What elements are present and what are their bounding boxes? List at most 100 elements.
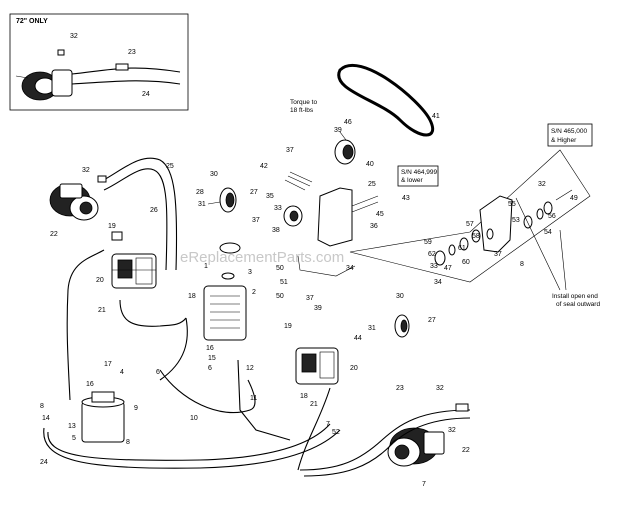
callout: 14 — [42, 415, 50, 422]
svg-text:S/N 464,999: S/N 464,999 — [401, 169, 438, 176]
install-note-line2: of seal outward — [556, 301, 600, 308]
callout: 37 — [252, 217, 260, 224]
callout: 26 — [150, 207, 158, 214]
callout: 59 — [424, 239, 432, 246]
callout: 32 — [70, 33, 78, 40]
callout: 51 — [280, 279, 288, 286]
pulley-right-30[interactable] — [394, 314, 410, 338]
callout: 53 — [512, 217, 520, 224]
fitting-23-lower[interactable] — [455, 403, 469, 412]
callout: 20 — [96, 277, 104, 284]
callout: 6 — [156, 369, 160, 376]
callout: 39 — [334, 127, 342, 134]
callout: 21 — [98, 307, 106, 314]
inset-fitting-32[interactable] — [57, 49, 65, 56]
sn-higher-box: S/N 465,000 & Higher — [547, 123, 593, 147]
fitting-19-left[interactable] — [111, 231, 123, 241]
idler-bracket-assembly[interactable] — [283, 171, 379, 247]
pulley-28-30[interactable] — [207, 187, 237, 213]
hose-8-lower-inner[interactable] — [47, 423, 331, 461]
idler-pulley-upper[interactable] — [334, 131, 356, 165]
callout: 7 — [326, 421, 330, 428]
callout: 55 — [508, 201, 516, 208]
torque-note-line1: Torque to — [290, 99, 317, 106]
inset-wheel-motor[interactable] — [15, 69, 73, 101]
callout: 24 — [40, 459, 48, 466]
sn-lower-box: S/N 464,999 & lower — [397, 165, 439, 187]
callout: 34 — [434, 279, 442, 286]
callout: 56 — [548, 213, 556, 220]
callout: 1 — [204, 263, 208, 270]
callout: 37 — [286, 147, 294, 154]
left-wheel-motor[interactable] — [49, 183, 99, 221]
hose-8-lower[interactable] — [43, 427, 341, 469]
inset-hose-lower[interactable] — [71, 80, 181, 85]
callout: 19 — [284, 323, 292, 330]
callout: 13 — [68, 423, 76, 430]
callout: 18 — [300, 393, 308, 400]
callout: 31 — [368, 325, 376, 332]
callout: 39 — [314, 305, 322, 312]
callout: 12 — [246, 365, 254, 372]
fitting-32-left[interactable] — [97, 175, 107, 183]
callout: 19 — [108, 223, 116, 230]
left-hydraulic-pump[interactable] — [111, 253, 157, 289]
callout: 24 — [142, 91, 150, 98]
callout: 43 — [402, 195, 410, 202]
svg-text:& lower: & lower — [401, 177, 424, 184]
callout: 10 — [190, 415, 198, 422]
callout: 54 — [544, 229, 552, 236]
inset-72-only: 72" ONLY — [9, 13, 189, 111]
inset-fitting[interactable] — [115, 63, 129, 71]
callout: 31 — [198, 201, 206, 208]
hose-23-lower[interactable] — [303, 417, 471, 477]
hose-16[interactable] — [159, 317, 188, 381]
idler-arm-exploded[interactable] — [434, 189, 573, 266]
callout: 22 — [462, 447, 470, 454]
hose-11[interactable] — [237, 359, 291, 441]
hose-7[interactable] — [297, 387, 331, 471]
right-hydraulic-pump[interactable] — [295, 347, 339, 385]
right-wheel-motor[interactable] — [387, 427, 445, 467]
callout: 49 — [570, 195, 578, 202]
callout: 61 — [458, 245, 466, 252]
callout: 9 — [134, 405, 138, 412]
callout: 20 — [350, 365, 358, 372]
callout: 52 — [332, 429, 340, 436]
callout: 4 — [120, 369, 124, 376]
hose-26[interactable] — [103, 168, 168, 271]
oil-filter[interactable] — [81, 391, 125, 443]
drive-belt[interactable] — [337, 63, 435, 137]
bracket-leader-34 — [297, 255, 356, 277]
callout: 22 — [50, 231, 58, 238]
callout: 47 — [444, 265, 452, 272]
hose-25[interactable] — [99, 157, 178, 271]
exploded-view-outline — [349, 149, 591, 283]
callout: 25 — [166, 163, 174, 170]
callout: 32 — [436, 385, 444, 392]
callout: 37 — [306, 295, 314, 302]
callout: 30 — [210, 171, 218, 178]
hose-9[interactable] — [66, 249, 105, 401]
callout: 60 — [462, 259, 470, 266]
callout: 16 — [206, 345, 214, 352]
watermark-text: eReplacementParts.com — [180, 249, 344, 266]
callout: 35 — [266, 193, 274, 200]
torque-note-line2: 18 ft-lbs — [290, 107, 314, 114]
callout: 8 — [40, 403, 44, 410]
callout: 5 — [72, 435, 76, 442]
callout: 18 — [188, 293, 196, 300]
hose-left-lower[interactable] — [119, 299, 187, 327]
callout: 32 — [538, 181, 546, 188]
callout: 42 — [260, 163, 268, 170]
callout: 32 — [82, 167, 90, 174]
oil-reservoir[interactable] — [203, 242, 247, 341]
hose-24-lower[interactable] — [299, 409, 471, 471]
callout: 44 — [354, 335, 362, 342]
callout: 7 — [422, 481, 426, 488]
callout: 62 — [428, 251, 436, 258]
callout: 57 — [466, 221, 474, 228]
callout: 8 — [520, 261, 524, 268]
hose-10[interactable] — [159, 369, 256, 414]
